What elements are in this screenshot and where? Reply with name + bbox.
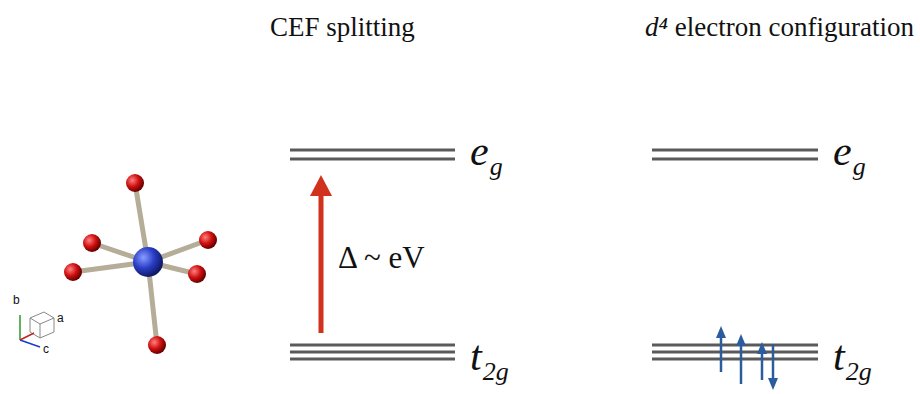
axis-label: c [43, 343, 49, 355]
level-label: g [490, 154, 503, 180]
energy-levels [290, 150, 818, 359]
oxygen-atoms [64, 174, 217, 354]
level-label: e [470, 130, 489, 172]
axis-label: a [57, 312, 64, 324]
level-label: e [833, 130, 852, 172]
column-heading: d⁴ [645, 14, 668, 41]
level-label: g [853, 154, 866, 180]
level-label: 2g [483, 359, 509, 385]
level-label: 2g [846, 359, 872, 385]
level-label: t [470, 335, 482, 377]
axes-icon [20, 312, 54, 347]
octahedron [73, 183, 208, 345]
splitting-arrow [310, 175, 332, 333]
axis-label: b [13, 294, 20, 306]
gap-label: Δ ~ eV [338, 242, 425, 273]
column-heading: CEF splitting [270, 14, 415, 41]
column-heading: electron configuration [675, 14, 914, 41]
electron-spins [716, 326, 778, 390]
level-label: t [833, 335, 845, 377]
